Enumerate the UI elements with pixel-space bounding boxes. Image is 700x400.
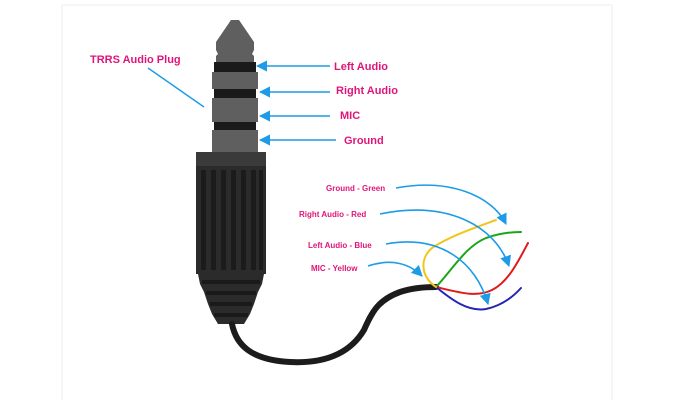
trrs-plug	[196, 20, 266, 324]
label-wire-left: Left Audio - Blue	[308, 241, 372, 250]
arrows	[147, 60, 511, 306]
label-wire-right: Right Audio - Red	[299, 210, 366, 219]
label-right-audio: Right Audio	[336, 85, 398, 97]
arrow-wire-mic	[367, 261, 423, 277]
wires	[422, 219, 529, 311]
wire-left	[435, 286, 522, 311]
strain-relief-bands	[202, 280, 260, 317]
strain-relief	[198, 274, 264, 324]
wire-right	[435, 242, 529, 295]
arrow-wire-left	[385, 241, 491, 306]
title-pointer-line	[147, 67, 205, 108]
insulator-ring-2	[214, 89, 256, 98]
label-wire-mic: MIC - Yellow	[311, 264, 358, 273]
label-ground: Ground	[344, 135, 384, 147]
labels: TRRS Audio Plug Left Audio Right Audio M…	[90, 54, 398, 273]
plug-ring-2	[212, 98, 258, 122]
arrow-wire-right	[379, 209, 511, 268]
wire-ground	[435, 231, 522, 288]
plug-collar	[196, 152, 266, 166]
plug-sleeve	[212, 130, 258, 152]
grip-ribs	[201, 170, 263, 270]
label-wire-ground: Ground - Green	[326, 184, 385, 193]
label-mic: MIC	[340, 110, 360, 122]
plug-ring-1	[212, 72, 258, 89]
plug-tip	[216, 20, 254, 62]
arrow-wire-ground	[395, 184, 507, 226]
label-left-audio: Left Audio	[334, 61, 388, 73]
diagram-title: TRRS Audio Plug	[90, 54, 181, 66]
insulator-ring-1	[214, 62, 256, 72]
wire-mic	[422, 219, 497, 288]
cable	[229, 284, 439, 366]
insulator-ring-3	[214, 122, 256, 130]
